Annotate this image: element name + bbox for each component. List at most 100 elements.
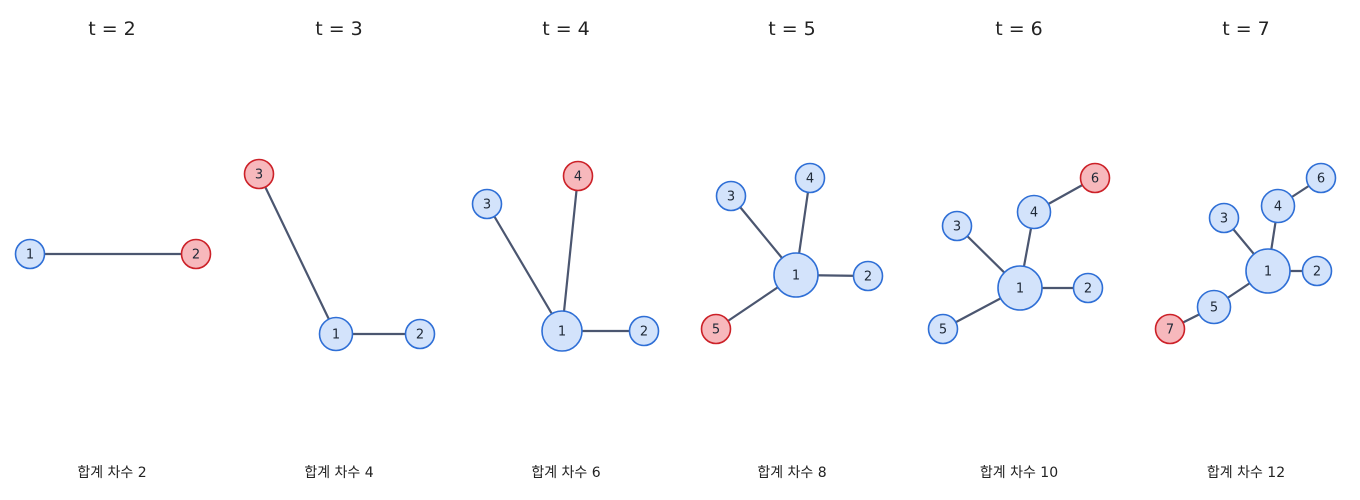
node-label: 1 (332, 328, 340, 343)
node-label: 2 (864, 270, 872, 285)
node-circle (927, 313, 959, 345)
panel-title: t = 7 (1222, 18, 1270, 40)
node-label: 2 (1313, 265, 1321, 280)
node-label: 1 (1264, 265, 1272, 280)
node-label: 5 (1210, 301, 1218, 316)
node-2: 2 (404, 318, 436, 350)
node-label: 4 (1274, 200, 1282, 215)
node-label: 6 (1317, 172, 1325, 187)
node-circle (1016, 194, 1052, 230)
node-7-new: 7 (1154, 313, 1186, 345)
node-label: 3 (1220, 212, 1228, 227)
node-4: 4 (1016, 194, 1052, 230)
node-label: 3 (727, 190, 735, 205)
node-label: 1 (1016, 282, 1024, 297)
node-1: 1 (997, 265, 1043, 311)
node-3-new: 3 (243, 158, 275, 190)
node-circle (1305, 162, 1337, 194)
nodes-group: 1 2 3 (243, 158, 436, 352)
node-label: 4 (574, 170, 582, 185)
node-circle (1079, 162, 1111, 194)
node-3: 3 (471, 188, 503, 220)
node-label: 1 (558, 325, 566, 340)
nodes-group: 1 2 3 4 5 6 (927, 162, 1111, 345)
node-4-new: 4 (562, 160, 594, 192)
node-circle (715, 180, 747, 212)
node-1: 1 (14, 238, 46, 270)
nodes-group: 1 2 3 4 5 6 7 (1154, 162, 1337, 345)
edges-group (257, 172, 422, 336)
node-3: 3 (715, 180, 747, 212)
node-circle (941, 210, 973, 242)
node-label: 2 (416, 328, 424, 343)
panel-caption: 합계 차수 12 (1207, 465, 1285, 481)
node-label: 6 (1091, 172, 1099, 187)
node-circle (852, 260, 884, 292)
node-circle (773, 252, 819, 298)
node-circle (1245, 248, 1291, 294)
node-label: 1 (26, 248, 34, 263)
node-label: 3 (483, 198, 491, 213)
panel-caption: 합계 차수 8 (757, 465, 826, 481)
node-1: 1 (773, 252, 819, 298)
edges-group (1168, 176, 1323, 331)
node-circle (471, 188, 503, 220)
panel-title: t = 6 (995, 18, 1043, 40)
node-label: 2 (640, 325, 648, 340)
panel-caption: 합계 차수 6 (531, 465, 600, 481)
node-label: 2 (192, 248, 200, 263)
node-circle (628, 315, 660, 347)
panel-title: t = 3 (315, 18, 363, 40)
node-circle (1196, 289, 1232, 325)
node-1: 1 (1245, 248, 1291, 294)
node-circle (1154, 313, 1186, 345)
panel-title: t = 5 (768, 18, 816, 40)
node-2: 2 (1301, 255, 1333, 287)
node-1: 1 (541, 310, 583, 352)
node-2: 2 (852, 260, 884, 292)
node-label: 2 (1084, 282, 1092, 297)
node-circle (700, 313, 732, 345)
node-5: 5 (927, 313, 959, 345)
nodes-group: 1 2 3 4 (471, 160, 660, 352)
node-6-new: 6 (1079, 162, 1111, 194)
node-3: 3 (1208, 202, 1240, 234)
panel-t7: t = 7 합계 차수 12 1 2 3 4 5 6 7 (1154, 18, 1337, 481)
node-label: 4 (1030, 206, 1038, 221)
node-circle (1072, 272, 1104, 304)
nodes-group: 1 2 3 4 5 (700, 162, 884, 345)
panel-caption: 합계 차수 4 (304, 465, 373, 481)
panel-t3: t = 3 합계 차수 4 1 2 3 (243, 18, 436, 481)
edge-1-3 (257, 172, 338, 336)
node-circle (318, 316, 354, 352)
node-label: 5 (939, 323, 947, 338)
node-4: 4 (1260, 188, 1296, 224)
node-6: 6 (1305, 162, 1337, 194)
node-label: 1 (792, 269, 800, 284)
node-circle (997, 265, 1043, 311)
node-label: 5 (712, 323, 720, 338)
node-label: 3 (953, 220, 961, 235)
node-2-new: 2 (180, 238, 212, 270)
node-circle (243, 158, 275, 190)
node-2: 2 (628, 315, 660, 347)
node-1: 1 (318, 316, 354, 352)
panel-title: t = 4 (542, 18, 590, 40)
node-2: 2 (1072, 272, 1104, 304)
node-5-new: 5 (700, 313, 732, 345)
panel-t4: t = 4 합계 차수 6 1 2 3 4 (471, 18, 660, 481)
node-circle (1260, 188, 1296, 224)
node-circle (180, 238, 212, 270)
node-4: 4 (794, 162, 826, 194)
panel-t5: t = 5 합계 차수 8 1 2 3 4 5 (700, 18, 884, 481)
edge-1-3 (485, 202, 564, 333)
node-circle (1208, 202, 1240, 234)
node-label: 7 (1166, 323, 1174, 338)
panel-caption: 합계 차수 2 (77, 465, 146, 481)
edges-group (485, 174, 646, 333)
